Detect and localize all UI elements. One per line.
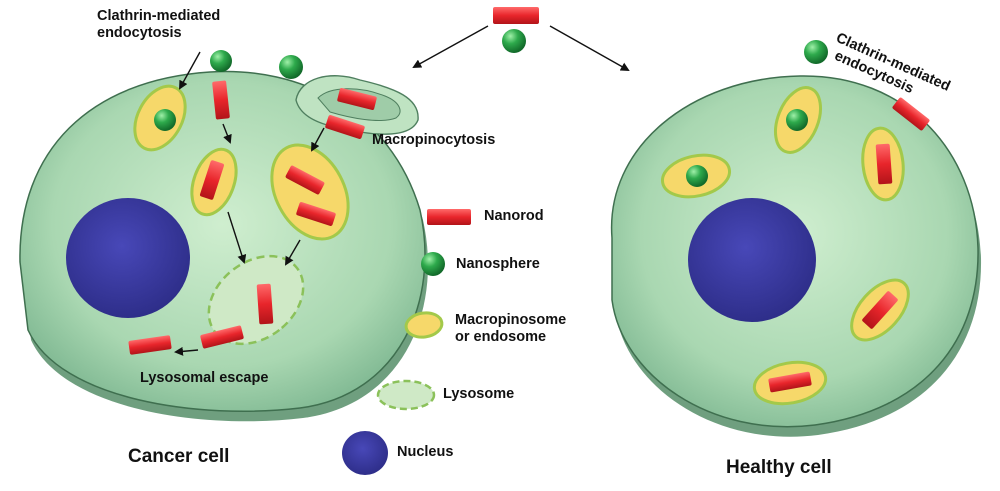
- label-cancer-endocytosis-line2: endocytosis: [97, 24, 182, 41]
- label-healthy-cell: Healthy cell: [726, 457, 832, 478]
- healthy-nanorod-endosome-4: [862, 291, 898, 329]
- healthy-nanorod-entering: [892, 97, 930, 131]
- healthy-membrane-pit: [804, 67, 830, 76]
- nanorod-macro-1: [285, 165, 325, 195]
- legend-endosome-icon: [404, 311, 444, 339]
- healthy-nanosphere-endosome-1: [786, 109, 808, 131]
- legend-lysosome-label: Lysosome: [443, 386, 515, 402]
- nanosphere-entering: [210, 50, 232, 72]
- pathway-arrows: [174, 51, 325, 356]
- legend: [342, 209, 471, 475]
- nanorod-ruffle-2: [325, 114, 365, 140]
- arrow-to-healthy: [549, 25, 630, 71]
- arrow-ruffle-to-macro: [311, 127, 325, 152]
- arrow-to-cancer: [412, 25, 489, 68]
- nanorod-lysosome: [256, 283, 274, 325]
- healthy-nanorod-endosome-5: [768, 371, 812, 393]
- legend-nanorod-label: Nanorod: [484, 208, 544, 224]
- healthy-nanorod-endosome-3: [875, 143, 893, 185]
- nanosphere-top: [502, 29, 526, 53]
- nanorod-top: [493, 7, 539, 24]
- nanorod-macro-2: [296, 201, 336, 227]
- arrow-pit-to-endosome: [179, 51, 201, 90]
- label-macropinocytosis: Macropinocytosis: [372, 132, 496, 148]
- legend-nucleus-icon: [342, 431, 388, 475]
- arrow-rod-to-endosome: [222, 123, 232, 144]
- legend-lysosome-icon: [376, 379, 436, 411]
- nanorod-escaped: [128, 335, 172, 355]
- nanorod-escaping: [200, 325, 244, 349]
- nanorod-ruffle-1: [337, 88, 377, 110]
- nanorod-entering: [212, 80, 230, 120]
- healthy-nanosphere-endosome-2: [686, 165, 708, 187]
- nanosphere-in-endosome: [154, 109, 176, 131]
- legend-endosome-label-line2: or endosome: [455, 329, 547, 346]
- arrow-endosome-to-lysosome: [227, 211, 247, 264]
- legend-nanosphere-label: Nanosphere: [456, 256, 540, 272]
- label-lysosomal-escape: Lysosomal escape: [140, 370, 269, 386]
- label-cancer-endocytosis: Clathrin-mediated endocytosis: [97, 8, 220, 41]
- cancer-nucleus: [66, 198, 190, 318]
- nanosphere-outside: [279, 55, 303, 79]
- label-cancer-cell: Cancer cell: [128, 446, 230, 467]
- legend-endosome-label-line1: Macropinosome: [455, 312, 567, 328]
- legend-nanorod-icon: [427, 209, 471, 225]
- healthy-nanosphere-entering: [804, 40, 828, 64]
- legend-endosome-label: Macropinosome or endosome: [455, 312, 566, 347]
- label-cancer-endocytosis-line1: Clathrin-mediated: [97, 8, 221, 24]
- arrow-macro-to-lysosome: [284, 239, 301, 266]
- nanorod-endosome: [199, 160, 225, 200]
- legend-nanosphere-icon: [421, 252, 445, 276]
- healthy-nucleus: [688, 198, 816, 322]
- legend-nucleus-label: Nucleus: [397, 444, 454, 460]
- arrow-escape: [174, 346, 199, 356]
